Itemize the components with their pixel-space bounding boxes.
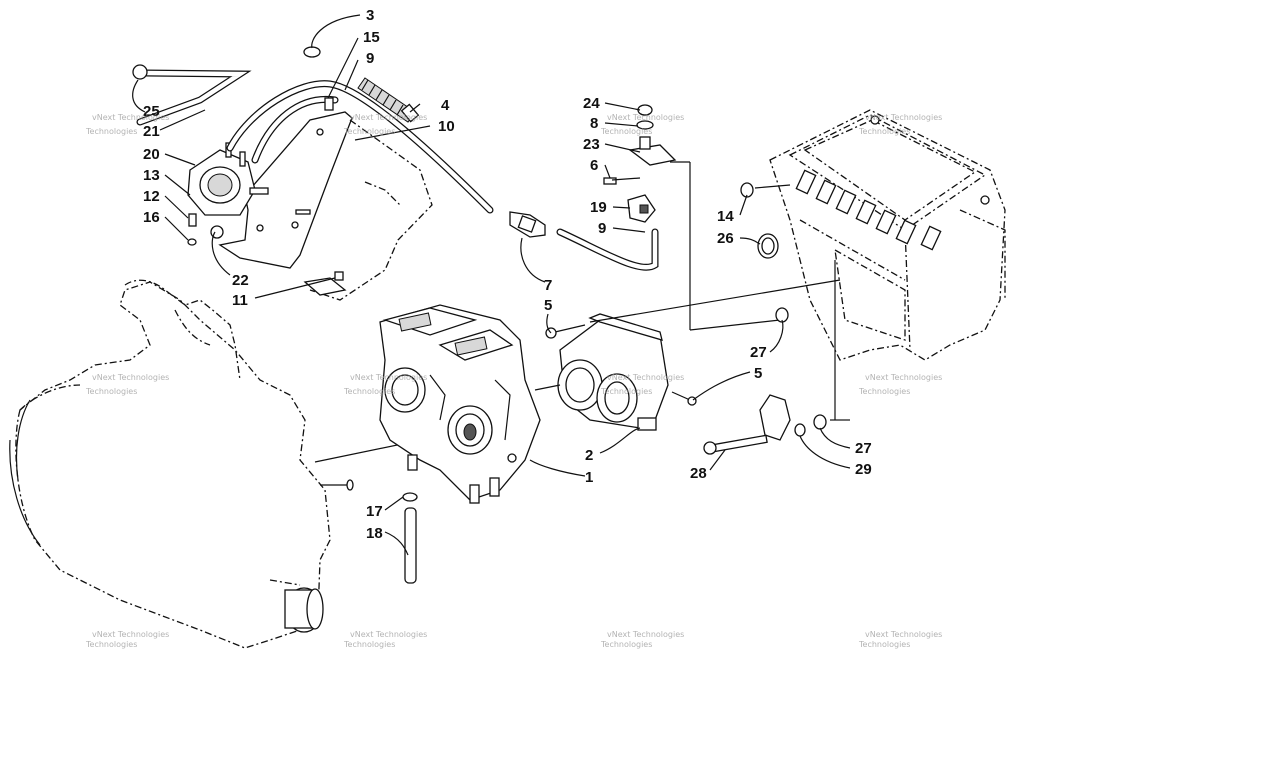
watermark-text: Technologies (343, 387, 395, 396)
callout-22: 22 (232, 272, 249, 289)
callout-11: 11 (232, 292, 248, 309)
callout-2: 2 (585, 447, 593, 464)
callout-1: 1 (585, 469, 593, 486)
frame-outline (364, 181, 401, 206)
switch-bracket (603, 104, 677, 223)
callout-17: 17 (366, 503, 383, 520)
leader-line (689, 319, 781, 331)
watermark-text: vNext Technologies (865, 113, 942, 122)
callout-13: 13 (143, 167, 160, 184)
grommet (740, 182, 827, 437)
callout-27-lower: 27 (855, 440, 872, 457)
carburetor-assembly (379, 304, 541, 504)
watermark-text: vNext Technologies (607, 630, 684, 639)
watermark-text: Technologies (85, 127, 137, 136)
watermark-text: vNext Technologies (865, 373, 942, 382)
watermark-text: Technologies (858, 387, 910, 396)
callout-8: 8 (590, 115, 598, 132)
callout-5: 5 (544, 297, 552, 314)
watermark-text: Technologies (600, 387, 652, 396)
callout-28: 28 (690, 465, 707, 482)
callout-4: 4 (441, 97, 450, 114)
mount-bracket (703, 394, 791, 455)
callout-15: 15 (363, 29, 380, 46)
watermark-text: vNext Technologies (350, 113, 427, 122)
impulse-hose (357, 77, 420, 123)
watermark-text: Technologies (858, 640, 910, 649)
watermark-text: vNext Technologies (92, 373, 169, 382)
watermark-text: Technologies (85, 387, 137, 396)
watermark-text: Technologies (343, 127, 395, 136)
callout-9-lower: 9 (598, 220, 606, 237)
callout-20: 20 (143, 146, 160, 163)
watermark-text: vNext Technologies (607, 373, 684, 382)
callout-25: 25 (143, 103, 160, 120)
watermark-text: vNext Technologies (92, 113, 169, 122)
screw (671, 391, 697, 406)
watermark-text: Technologies (600, 127, 652, 136)
watermark-text: Technologies (343, 640, 395, 649)
callout-9: 9 (366, 50, 374, 67)
callout-7: 7 (544, 277, 552, 294)
air-silencer-box (769, 109, 1006, 361)
callout-27: 27 (750, 344, 767, 361)
watermarks: vNext Technologies Technologies vNext Te… (85, 113, 942, 649)
watermark-text: vNext Technologies (350, 630, 427, 639)
callout-24: 24 (583, 95, 600, 112)
engine-outline (9, 279, 354, 649)
callout-10: 10 (438, 118, 455, 135)
watermark-text: Technologies (858, 127, 910, 136)
callout-3: 3 (366, 7, 374, 24)
watermark-text: Technologies (85, 640, 137, 649)
callout-5-right: 5 (754, 365, 762, 382)
callout-23: 23 (583, 136, 600, 153)
callout-labels: 3 15 9 4 10 25 21 20 13 12 16 22 11 24 8… (143, 7, 872, 542)
frame-outline (309, 119, 433, 301)
callout-26: 26 (717, 230, 734, 247)
drain-hose (402, 492, 418, 584)
callout-16: 16 (143, 209, 160, 226)
nut (334, 271, 344, 281)
callout-19: 19 (590, 199, 607, 216)
fuel-pump (187, 142, 269, 216)
primer-valve (509, 211, 659, 271)
fuel-hose (132, 64, 494, 214)
callout-29: 29 (855, 461, 872, 478)
callout-18: 18 (366, 525, 383, 542)
callout-14: 14 (717, 208, 734, 225)
callout-12: 12 (143, 188, 160, 205)
watermark-text: vNext Technologies (350, 373, 427, 382)
watermark-text: vNext Technologies (92, 630, 169, 639)
leader-lines (132, 14, 851, 556)
callout-6: 6 (590, 157, 598, 174)
callout-21: 21 (143, 123, 160, 140)
fuel-pump-bracket (218, 111, 353, 269)
watermark-text: Technologies (600, 640, 652, 649)
bracket-tab (303, 277, 347, 296)
watermark-text: vNext Technologies (865, 630, 942, 639)
intake-boot (557, 313, 669, 431)
watermark-text: vNext Technologies (607, 113, 684, 122)
